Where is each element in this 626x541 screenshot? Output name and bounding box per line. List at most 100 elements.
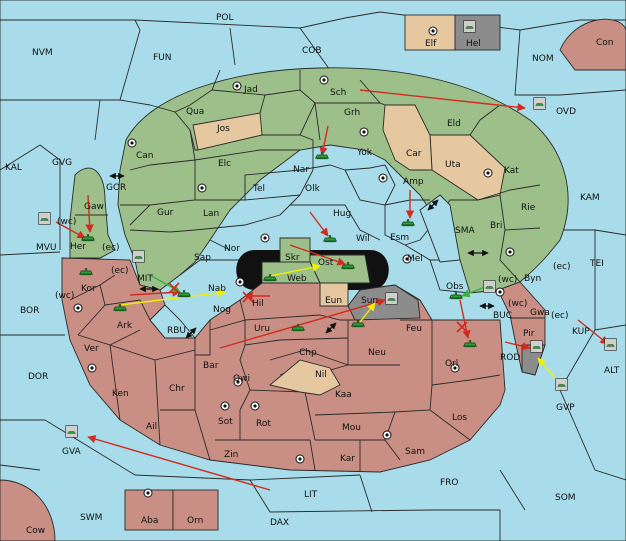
supply-center-icon xyxy=(402,254,412,264)
sea-label-mit: MIT xyxy=(137,274,153,284)
sea-label-bor: BOR xyxy=(20,306,39,316)
sea-label-buc: BUC xyxy=(493,311,512,321)
province-label-feu: Feu xyxy=(406,324,422,334)
province-label-mel: Mel xyxy=(407,254,423,264)
fleet-unit[interactable] xyxy=(385,292,398,305)
province-label-orl: Orl xyxy=(445,359,458,369)
coast-tags: (wc) (ec) (wc) (ec) (wc) (ec) (wc) (ec) xyxy=(55,217,571,321)
sea-sma-inlet xyxy=(419,194,461,263)
province-label-uta: Uta xyxy=(445,160,461,170)
fleet-unit[interactable] xyxy=(555,378,568,391)
province-label-rie: Rie xyxy=(521,203,536,213)
supply-center-icon xyxy=(220,401,230,411)
neutral-province-labels: Jos Uta Elf Hel xyxy=(216,39,481,170)
sea-label-lit: LIT xyxy=(304,490,318,500)
province-label-eun: Eun xyxy=(325,296,342,306)
supply-center-icon xyxy=(450,363,460,373)
island-con[interactable] xyxy=(559,18,626,71)
sea-label-rod: ROD xyxy=(500,353,520,363)
sea-label-pol: POL xyxy=(216,13,234,23)
sea-label-fun: FUN xyxy=(153,53,172,63)
province-label-nab: Nab xyxy=(208,284,226,294)
province-label-zin: Zin xyxy=(224,450,238,460)
coast-tag-her-wc: (wc) xyxy=(57,217,76,227)
sea-label-nvm: NVM xyxy=(32,48,53,58)
province-label-sap: Sap xyxy=(194,253,211,263)
province-label-sot: Sot xyxy=(218,417,233,427)
province-label-tel: Tel xyxy=(252,184,265,194)
fleet-unit[interactable] xyxy=(604,338,617,351)
supply-center-icon xyxy=(127,138,137,148)
province-label-gaw: Gaw xyxy=(84,202,104,212)
province-label-ail: Ail xyxy=(146,422,157,432)
province-label-amp: Amp xyxy=(403,177,424,187)
province-nil[interactable] xyxy=(269,359,341,396)
province-hel[interactable] xyxy=(454,14,501,51)
supply-center-icon xyxy=(378,173,388,183)
province-label-yok: Yok xyxy=(356,148,373,158)
sea-label-gvp: GVP xyxy=(556,403,575,413)
sea-label-gvg: GVG xyxy=(52,158,72,168)
supply-center-icon xyxy=(73,303,83,313)
province-label-grh: Grh xyxy=(344,108,360,118)
province-label-ark: Ark xyxy=(117,321,133,331)
province-label-jad: Jad xyxy=(243,85,258,95)
province-uta[interactable] xyxy=(429,134,506,201)
supply-center-icon xyxy=(319,75,329,85)
province-label-wil: Wil xyxy=(356,234,370,244)
coast-tag-kor-ec: (ec) xyxy=(111,266,129,276)
province-orn[interactable] xyxy=(172,489,219,531)
province-car[interactable] xyxy=(382,104,433,171)
supply-center-icon xyxy=(495,287,505,297)
sea-label-con: Con xyxy=(596,38,614,48)
fleet-unit[interactable] xyxy=(132,250,145,263)
fleet-unit[interactable] xyxy=(483,280,496,293)
red-province-borders xyxy=(69,274,501,472)
fleet-unit[interactable] xyxy=(533,97,546,110)
province-label-gwa: Gwa xyxy=(530,308,550,318)
sea-label-swm: SWM xyxy=(80,513,102,523)
province-label-bar: Bar xyxy=(203,361,219,371)
fleet-unit[interactable] xyxy=(530,340,543,353)
province-label-chr: Chr xyxy=(169,384,185,394)
province-label-pir: Pir xyxy=(523,329,535,339)
supply-center-icon xyxy=(235,277,245,287)
sea-lane-markers xyxy=(109,172,495,339)
sea-label-sma: SMA xyxy=(455,226,475,236)
province-label-orn: Orn xyxy=(187,516,203,526)
coast-tag-byn-wc: (wc) xyxy=(498,275,517,285)
province-label-elc: Elc xyxy=(218,159,231,169)
province-label-can: Can xyxy=(136,151,154,161)
province-label-los: Los xyxy=(452,413,467,423)
sea-label-cow: Cow xyxy=(26,526,45,536)
sea-label-dor: DOR xyxy=(28,372,48,382)
province-label-ken: Ken xyxy=(112,389,129,399)
province-label-mou: Mou xyxy=(342,423,361,433)
supply-center-icon xyxy=(87,363,97,373)
fleet-unit[interactable] xyxy=(463,20,476,33)
fleet-unit[interactable] xyxy=(65,425,78,438)
fleet-unit[interactable] xyxy=(38,212,51,225)
sea-label-tei: TEI xyxy=(589,259,604,269)
supply-center-icon xyxy=(483,168,493,178)
province-label-neu: Neu xyxy=(368,348,386,358)
province-label-bri: Bri xyxy=(490,221,502,231)
sea-label-som: SOM xyxy=(555,493,576,503)
province-label-eld: Eld xyxy=(447,119,461,129)
green-province-labels: Jad Sch Qua Grh Can Eld Elc Nar Yok Car … xyxy=(70,85,541,294)
sea-label-gva: GVA xyxy=(62,447,82,457)
province-label-nar: Nar xyxy=(293,165,309,175)
province-label-elf: Elf xyxy=(425,39,437,49)
failed-order-marks xyxy=(168,282,468,333)
province-label-nog: Nog xyxy=(213,305,231,315)
sea-borders xyxy=(0,11,626,541)
sea-label-rbu: RBU xyxy=(167,326,186,336)
sea-label-gor: GOR xyxy=(106,183,126,193)
coast-tag-gwa-ec: (ec) xyxy=(551,311,569,321)
province-label-car: Car xyxy=(406,149,422,159)
province-label-qwi: Qwi xyxy=(233,374,250,384)
supply-centers xyxy=(73,26,515,498)
province-label-olk: Olk xyxy=(305,184,321,194)
